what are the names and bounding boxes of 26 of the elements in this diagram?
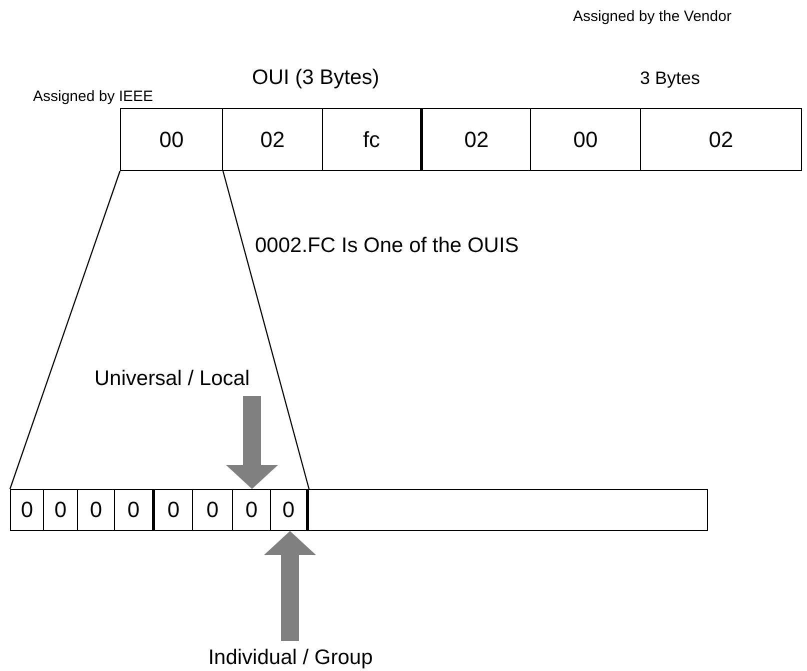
bit-cell: 0 (78, 490, 115, 530)
note-text: Assigned by IEEE (33, 88, 154, 105)
bit-label: Individual / Group (203, 645, 378, 671)
byte-cell: 02 (420, 108, 531, 171)
bit-cell: 0 (11, 490, 44, 530)
connector-line (222, 170, 310, 490)
bit-cell: 0 (44, 490, 78, 530)
bit-cell: 0 (271, 490, 309, 530)
bit-cell: 0 (193, 490, 233, 530)
note-text: 0002.FC Is One of the OUIS (255, 234, 519, 258)
bit-cell: 0 (115, 490, 155, 530)
bit-cell: 0 (233, 490, 271, 530)
byte-cell: 02 (640, 108, 802, 171)
arrow (226, 396, 278, 489)
byte-cell: 00 (530, 108, 641, 171)
bit-label: Universal / Local (92, 366, 252, 392)
heading-text: OUI (3 Bytes) (252, 66, 380, 90)
byte-cell: 00 (120, 108, 223, 171)
byte-cell: fc (322, 108, 421, 171)
address-bit-bar (10, 489, 708, 531)
arrow (264, 531, 316, 641)
bit-cell: 0 (155, 490, 193, 530)
note-text: Assigned by the Vendor (573, 8, 732, 25)
connector-line (9, 170, 121, 490)
note-text: 3 Bytes (640, 68, 700, 89)
byte-cell: 02 (222, 108, 323, 171)
